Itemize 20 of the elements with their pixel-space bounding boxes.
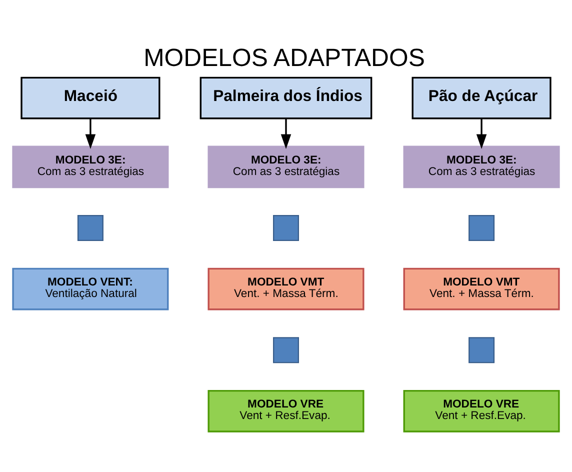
node-plus <box>77 214 104 241</box>
node-box: MODELO VMT Vent. + Massa Térm. <box>403 267 560 310</box>
node-box: MODELO 3E: Com as 3 estratégias <box>208 145 364 188</box>
node-box: MODELO VMT Vent. + Massa Térm. <box>208 267 364 310</box>
node-plus <box>273 336 299 363</box>
node-box: Maceió <box>20 76 160 119</box>
node-plus <box>273 214 299 241</box>
node-plus <box>468 214 495 241</box>
arrow <box>280 118 292 148</box>
arrow <box>476 118 487 148</box>
node-box: MODELO VENT: Ventilação Natural <box>12 267 169 310</box>
node-box: MODELO 3E: Com as 3 estratégias <box>12 145 169 188</box>
node-box: Palmeira dos Índios <box>200 76 372 119</box>
node-box: MODELO 3E: Com as 3 estratégias <box>403 145 560 188</box>
node-box: Pão de Açúcar <box>412 76 552 119</box>
node-box: MODELO VRE Vent + Resf.Evap. <box>208 389 364 432</box>
diagram-title: MODELOS ADAPTADOS <box>144 43 425 72</box>
arrow <box>85 118 96 148</box>
node-box: MODELO VRE Vent + Resf.Evap. <box>403 389 560 432</box>
node-plus <box>468 336 495 363</box>
